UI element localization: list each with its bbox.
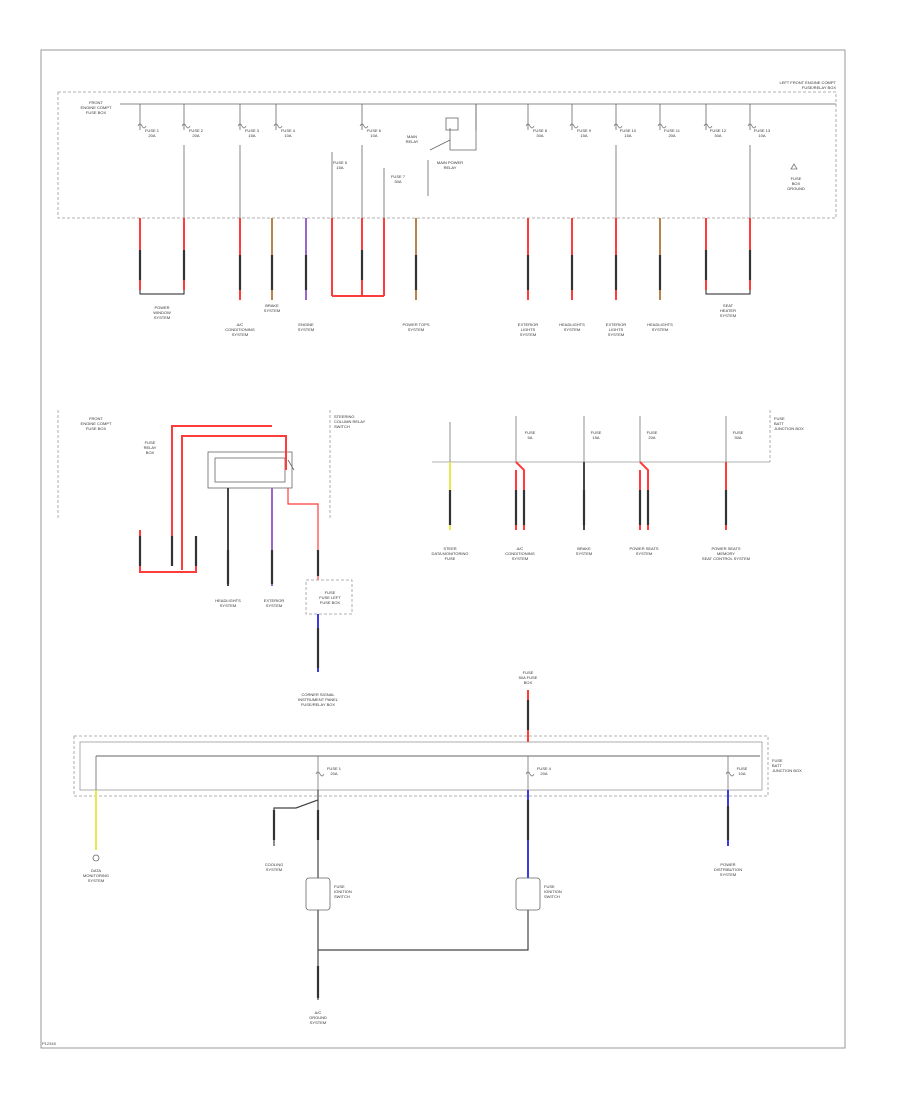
mid-right-system-brake: BRAKE SYSTEM xyxy=(575,546,593,556)
top-system-power-tops: POWER TOPS SYSTEM xyxy=(402,322,430,332)
top-system-exterior-lights-1: EXTERIOR LIGHTS SYSTEM xyxy=(517,322,539,337)
top-system-brake: BRAKE SYSTEM xyxy=(263,303,281,313)
bottom-top-fuse-label: FUSE 50A FUSE BOX xyxy=(518,670,538,685)
mid-right-system-memory: POWER SEATS MEMORY SEAT CONTROL SYSTEM xyxy=(701,546,751,561)
bottom-fuse-3: FUSE 10A xyxy=(736,766,748,776)
diagram-code: P12345 xyxy=(42,1041,56,1046)
mid-right-fuse-4: FUSE 30A xyxy=(732,430,744,440)
mid-right-fuse-1: FUSE 5A xyxy=(524,430,536,440)
middle-right-wires xyxy=(449,461,727,530)
top-wires xyxy=(139,218,751,300)
bottom-mid-system: COOLING SYSTEM xyxy=(264,862,284,872)
top-system-power-window: POWER WINDOW SYSTEM xyxy=(153,305,171,320)
top-ground-label: FUSE BOX GROUND xyxy=(787,176,805,191)
mid-junction-label: FUSE FUSE LEFT FUSE BOX xyxy=(319,590,341,605)
mid-right-system-ac: A/C CONDITIONING SYSTEM xyxy=(505,546,535,561)
diagram-frame xyxy=(40,49,846,1049)
bottom-fuse-1: FUSE 1 20A xyxy=(326,766,342,776)
bottom-ground-system: A/C GROUND SYSTEM xyxy=(309,1010,327,1025)
top-system-headlights-2: HEADLIGHTS SYSTEM xyxy=(647,322,673,332)
bottom-ticks xyxy=(272,700,730,998)
mid-right-fuse-2: FUSE 15A xyxy=(590,430,602,440)
middle-left-ticks xyxy=(138,536,320,668)
top-fuse-9: FUSE 9 15A xyxy=(576,128,592,138)
mid-right-system-data: STEER DATA MONITORING FUSE xyxy=(431,546,469,561)
top-relay-label: MAIN RELAY xyxy=(405,134,419,144)
top-fuse-7: FUSE 7 30A xyxy=(390,174,406,184)
mid-right-fuse-3: FUSE 20A xyxy=(646,430,658,440)
bottom-box-label: FUSE BATT JUNCTION BOX xyxy=(772,758,802,773)
bottom-wires xyxy=(95,690,729,1000)
top-fuse-8: FUSE 8 30A xyxy=(532,128,548,138)
top-relay-sub-label: MAIN POWER RELAY xyxy=(436,160,464,170)
mid-left-bottom-label: CORNER SIGNAL INSTRUMENT PANEL FUSE/RELA… xyxy=(297,692,339,707)
bottom-module-1: FUSE IGNITION SWITCH xyxy=(334,884,352,899)
mid-relay-box-label: FUSE RELAY BOX xyxy=(143,440,157,455)
top-fuse-12: FUSE 12 30A xyxy=(709,128,727,138)
bottom-junction-box xyxy=(73,735,769,797)
top-system-ac: A/C CONDITIONING SYSTEM xyxy=(225,322,255,337)
middle-junction-box xyxy=(305,579,353,615)
top-system-seat-heater: SEAT HEATER SYSTEM xyxy=(719,303,737,318)
bottom-right-system: POWER DISTRIBUTION SYSTEM xyxy=(713,862,743,877)
bottom-left-system: DATA MONITORING SYSTEM xyxy=(83,868,109,883)
middle-left-wires xyxy=(139,425,319,672)
top-fuse-1: FUSE 1 20A xyxy=(144,128,160,138)
top-system-headlights-1: HEADLIGHTS SYSTEM xyxy=(559,322,585,332)
mid-right-box-label: FUSE BATT JUNCTION BOX xyxy=(774,416,804,431)
top-system-exterior-lights-2: EXTERIOR LIGHTS SYSTEM xyxy=(605,322,627,337)
mid-relay-title: STEERING COLUMN RELAY SWITCH xyxy=(334,414,366,429)
mid-left-system-exterior: EXTERIOR SYSTEM xyxy=(263,598,285,608)
bottom-module-2: FUSE IGNITION SWITCH xyxy=(544,884,562,899)
top-fuse-3: FUSE 3 15A xyxy=(244,128,260,138)
middle-left-relay xyxy=(57,410,331,520)
mid-left-box-label: FRONT ENGINE COMPT FUSE BOX xyxy=(80,416,112,431)
top-fuse-box xyxy=(57,91,837,219)
top-fuse-6: FUSE 6 10A xyxy=(366,128,382,138)
top-system-engine: ENGINE SYSTEM xyxy=(297,322,315,332)
middle-right-ticks xyxy=(448,490,728,525)
top-wire-ticks xyxy=(138,250,752,290)
top-fuse-5: FUSE 5 15A xyxy=(332,160,348,170)
top-header-label: LEFT FRONT ENGINE COMPT FUSE/RELAY BOX xyxy=(779,80,836,90)
top-fuse-13: FUSE 13 10A xyxy=(753,128,771,138)
top-fuse-2: FUSE 2 20A xyxy=(188,128,204,138)
top-fuse-10: FUSE 10 15A xyxy=(619,128,637,138)
bottom-fuse-2: FUSE 4 20A xyxy=(536,766,552,776)
middle-right-fuse-box xyxy=(432,410,771,463)
bottom-modules xyxy=(92,854,541,911)
top-fuse-11: FUSE 11 20A xyxy=(664,128,680,138)
top-fuse-4: FUSE 4 10A xyxy=(280,128,296,138)
mid-right-system-power-seats: POWER SEATS SYSTEM xyxy=(629,546,659,556)
top-left-box-label: FRONT ENGINE COMPT FUSE BOX xyxy=(80,100,112,115)
mid-left-system-headlights: HEADLIGHTS SYSTEM xyxy=(215,598,241,608)
